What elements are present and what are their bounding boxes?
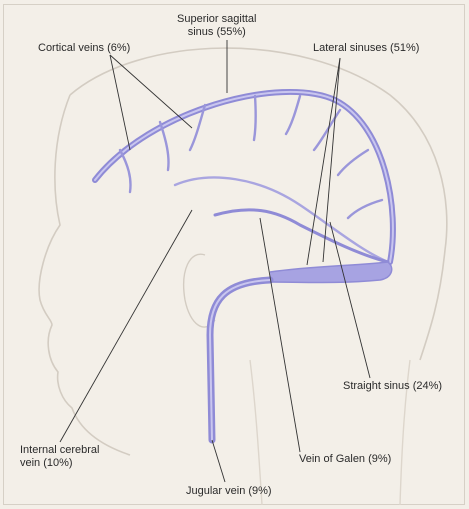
label-lateral-sinuses: Lateral sinuses (51%): [313, 42, 419, 55]
cortical-vein-branches: [120, 96, 382, 218]
head-outline: [39, 48, 447, 455]
label-cortical-veins: Cortical veins (6%): [38, 42, 130, 55]
label-jugular-vein: Jugular vein (9%): [186, 485, 272, 498]
straight-sinus-vessel: [215, 210, 388, 262]
label-straight-sinus: Straight sinus (24%): [343, 380, 442, 393]
jugular-vein-vessel: [210, 280, 270, 440]
label-superior-sagittal-sinus: Superior sagittal sinus (55%): [177, 13, 257, 39]
label-vein-of-galen: Vein of Galen (9%): [299, 453, 391, 466]
superior-sagittal-sinus-vessel: [95, 92, 393, 262]
label-internal-cerebral-vein: Internal cerebral vein (10%): [20, 444, 100, 470]
internal-cerebral-vein-vessel: [175, 178, 388, 262]
lateral-sinus-vessel: [270, 262, 392, 283]
